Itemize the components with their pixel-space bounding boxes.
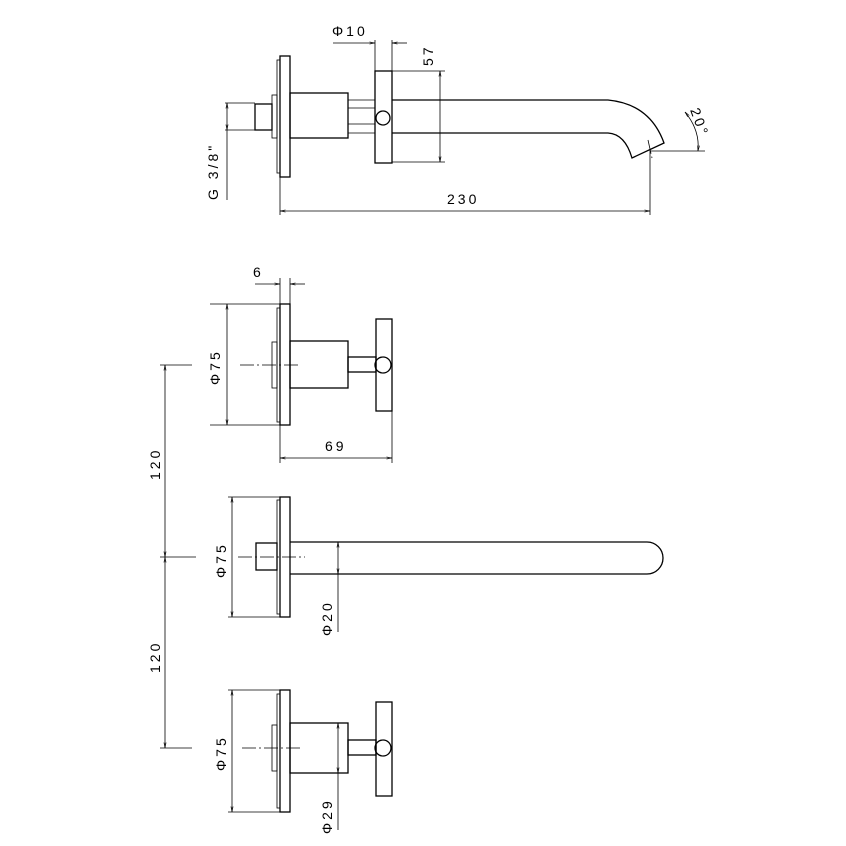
pipe-diameter-label: Φ10 xyxy=(332,23,368,39)
flange-diameter-label: Φ75 xyxy=(213,542,229,578)
spout xyxy=(290,541,664,575)
spout xyxy=(392,99,665,159)
top-view: 230 Φ10 57 G 3/8" 20° xyxy=(205,23,713,215)
flange xyxy=(279,55,291,178)
body-diameter-label: Φ29 xyxy=(319,798,335,834)
handle-height-label: 57 xyxy=(420,44,436,66)
spout-front-view: Φ75 Φ20 xyxy=(213,496,664,636)
spacing-lower-label: 120 xyxy=(147,641,163,673)
handle xyxy=(374,70,393,164)
handle xyxy=(375,701,393,797)
thread-label: G 3/8" xyxy=(205,143,221,200)
flange-thickness-label: 6 xyxy=(253,264,264,280)
projection-label: 69 xyxy=(325,438,347,454)
lower-handle-view: Φ75 Φ29 xyxy=(213,689,393,834)
upper-handle-view: Φ75 6 69 xyxy=(207,264,393,463)
valve-body xyxy=(289,92,349,139)
spout-diameter-label: Φ20 xyxy=(319,600,335,636)
spacing-upper-label: 120 xyxy=(147,448,163,480)
thread-connector xyxy=(254,103,273,131)
handle xyxy=(375,318,393,412)
flange-diameter-label: Φ75 xyxy=(207,349,223,385)
angle-label: 20° xyxy=(687,106,712,140)
spacing-dims: 120 120 xyxy=(147,364,196,749)
length-label: 230 xyxy=(447,191,479,207)
handle-hub xyxy=(375,110,391,126)
flange-diameter-label: Φ75 xyxy=(213,735,229,771)
ring xyxy=(271,94,278,139)
